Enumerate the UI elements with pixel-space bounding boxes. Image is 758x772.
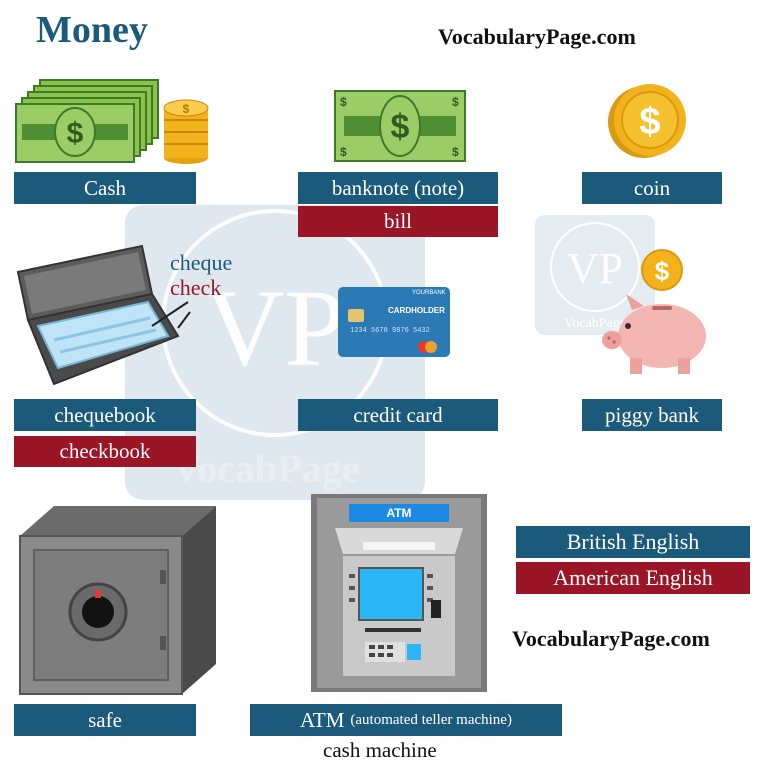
piggy-bank-icon: $ bbox=[602, 249, 706, 374]
label-credit-card: credit card bbox=[298, 399, 498, 431]
svg-text:$: $ bbox=[639, 101, 660, 143]
label-chequebook: chequebook bbox=[14, 399, 196, 431]
svg-text:VP: VP bbox=[205, 267, 346, 389]
label-bill: bill bbox=[298, 206, 498, 237]
svg-text:$: $ bbox=[340, 95, 347, 109]
svg-text:VP: VP bbox=[567, 244, 623, 293]
label-banknote: banknote (note) bbox=[298, 172, 498, 204]
watermark-small: VP VocabPage bbox=[535, 215, 655, 335]
svg-text:$: $ bbox=[183, 102, 190, 116]
label-atm: ATM (automated teller machine) bbox=[250, 704, 562, 736]
label-cash-machine: cash machine bbox=[323, 738, 437, 762]
svg-text:$: $ bbox=[340, 145, 347, 159]
svg-text:$: $ bbox=[655, 256, 670, 286]
svg-text:$: $ bbox=[452, 95, 459, 109]
cash-stack-icon: $ $ bbox=[15, 79, 209, 164]
card-number: 1234 5678 9876 5432 bbox=[350, 327, 430, 335]
legend-british-english: British English bbox=[516, 526, 750, 558]
credit-card-icon bbox=[338, 287, 450, 357]
svg-text:$: $ bbox=[452, 145, 459, 159]
label-atm-full: (automated teller machine) bbox=[350, 711, 512, 728]
banknote-icon: $ $ $ $ $ bbox=[334, 90, 466, 162]
svg-text:$: $ bbox=[67, 117, 84, 150]
svg-text:VocabPage: VocabPage bbox=[564, 316, 626, 331]
safe-icon bbox=[19, 506, 216, 695]
legend-american-english: American English bbox=[516, 562, 750, 594]
card-holder: CARDHOLDER bbox=[388, 306, 445, 315]
card-bank-name: YOURBANK bbox=[412, 290, 446, 296]
label-checkbook: checkbook bbox=[14, 436, 196, 467]
chequebook-icon bbox=[16, 244, 191, 386]
site-name-mid: VocabularyPage.com bbox=[512, 626, 710, 651]
watermark-text: VocabPage bbox=[172, 446, 360, 491]
label-atm-abbr: ATM bbox=[300, 707, 345, 732]
atm-sign-text: ATM bbox=[386, 506, 412, 520]
atm-icon bbox=[311, 494, 487, 692]
label-coin: coin bbox=[582, 172, 722, 204]
site-name-top: VocabularyPage.com bbox=[438, 24, 636, 49]
cheque-pointer-line bbox=[151, 301, 189, 327]
label-safe: safe bbox=[14, 704, 196, 736]
svg-text:$: $ bbox=[391, 108, 410, 146]
coin-icon: $ bbox=[608, 84, 686, 158]
label-cheque: cheque bbox=[170, 250, 233, 275]
page-title: Money bbox=[36, 9, 148, 51]
label-check: check bbox=[170, 275, 222, 300]
label-cash: Cash bbox=[14, 172, 196, 204]
label-piggy-bank: piggy bank bbox=[582, 399, 722, 431]
